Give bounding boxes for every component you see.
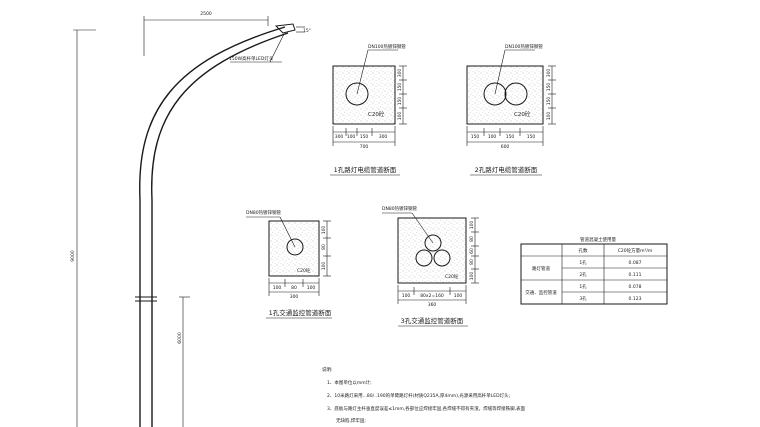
notes-line-2: 2、10米路灯采用...80/..190的单臂路灯杆(材质Q235A,厚4mm)… — [327, 392, 510, 399]
section-4-pipe-label: DN80热镀锌钢管 — [382, 205, 418, 212]
section-2-dim-d: 150 — [527, 134, 536, 140]
section-2-hole-lighting: DN100热镀锌钢管 C20砼 150 100 150 150 600 300 … — [466, 43, 556, 176]
table-row-2-holes: 2孔 — [579, 271, 587, 278]
section-3-dim-a: 100 — [273, 285, 282, 291]
section-4-hole-traffic: DN80热镀锌钢管 C20砼 100 80x2=160 100 360 100 … — [382, 205, 479, 327]
table-group-traffic: 交通、监控管道 — [525, 289, 557, 296]
table-group-lighting: 路灯管道 — [532, 265, 550, 272]
section-1-concrete-label: C20砼 — [368, 110, 385, 118]
table-header-volume: C20砼方量m³/m — [618, 247, 652, 254]
notes-line-3: 3、底板与路灯主杆垂直度误差≤1mm,各部位应焊接牢固,各焊缝不得有夹渣。焊缝等… — [327, 405, 526, 412]
notes-heading: 说明: — [322, 366, 333, 373]
section-2-side-c: 150 — [546, 97, 552, 106]
notes-line-1: 1、本图单位以mm计; — [327, 379, 372, 386]
section-4-concrete-label: C20砼 — [445, 273, 459, 280]
section-2-dim-c: 150 — [506, 134, 515, 140]
notes-line-4: 无缺陷,焊牢固; — [336, 417, 366, 424]
notes-block: 说明: 1、本图单位以mm计; 2、10米路灯采用...80/..190的单臂路… — [322, 366, 526, 424]
table-row-4-holes: 3孔 — [579, 295, 587, 302]
section-3-title: 1孔交通监控管道断面 — [269, 308, 332, 317]
table-row-1-holes: 1孔 — [579, 259, 587, 266]
total-height-dimension: 9000 — [70, 250, 76, 262]
section-1-dim-b: 100 — [347, 134, 356, 140]
section-2-side-d: 100 — [546, 112, 552, 121]
section-4-dim-c: 100 — [454, 293, 463, 299]
section-1-hole-lighting: DN100热镀锌钢管 C20砼 300 100 150 300 700 300 … — [330, 43, 407, 176]
section-4-side-a: 100 — [469, 221, 475, 230]
section-1-dim-d: 300 — [379, 134, 388, 140]
table-row-2-value: 0.111 — [629, 272, 642, 278]
section-1-dim-a: 300 — [335, 134, 344, 140]
section-1-dim-total: 700 — [360, 144, 369, 150]
section-3-dim-b: 80 — [291, 285, 297, 291]
section-4-title: 3孔交通监控管道断面 — [401, 316, 464, 325]
section-4-side-e: 100 — [469, 272, 475, 281]
section-2-dim-total: 600 — [501, 144, 510, 150]
table-title: 管道混凝土使用量 — [580, 236, 616, 243]
section-3-dim-total: 300 — [290, 294, 299, 300]
section-1-side-c: 150 — [397, 97, 403, 106]
section-3-concrete-label: C20砼 — [297, 267, 311, 274]
section-2-dim-a: 150 — [471, 134, 480, 140]
table-row-3-holes: 1孔 — [579, 283, 587, 290]
section-1-side-d: 100 — [397, 112, 403, 121]
section-4-side-b: 80 — [469, 236, 475, 242]
section-3-pipe-label: DN80热镀锌钢管 — [246, 209, 282, 216]
section-3-side-a: 100 — [321, 226, 327, 235]
tilt-label: 15° — [303, 28, 311, 34]
section-3-side-c: 100 — [321, 262, 327, 271]
section-4-dim-b: 80x2=160 — [420, 293, 444, 299]
table-header-holes: 孔数 — [579, 247, 588, 254]
section-2-dim-b: 100 — [488, 134, 497, 140]
section-2-title: 2孔路灯电缆管道断面 — [475, 165, 538, 174]
section-4-side-c: 60 — [469, 248, 475, 254]
lamp-label: 150W高杆单LED灯头 — [229, 55, 274, 62]
street-lamp-pole: 2500 15° 150W高杆单LED灯头 9000 6000 — [70, 11, 311, 427]
section-4-dim-a: 100 — [402, 293, 411, 299]
section-4-side-d: 80 — [469, 259, 475, 265]
concrete-usage-table: 管道混凝土使用量 孔数 C20砼方量m³/m 路灯管道 交通、监控管道 1孔 0… — [520, 236, 668, 305]
section-1-dim-c: 150 — [360, 134, 369, 140]
lower-height-dimension: 6000 — [177, 332, 183, 344]
table-row-1-value: 0.087 — [629, 260, 642, 266]
section-1-title: 1孔路灯电缆管道断面 — [334, 165, 397, 174]
section-1-side-a: 300 — [397, 69, 403, 78]
section-3-side-b: 80 — [321, 244, 327, 250]
section-2-pipe-label: DN100热镀锌钢管 — [505, 43, 543, 50]
table-row-4-value: 0.123 — [629, 296, 642, 302]
section-2-side-b: 150 — [546, 83, 552, 92]
table-row-3-value: 0.078 — [629, 284, 642, 290]
section-2-concrete-label: C20砼 — [514, 110, 531, 118]
section-1-pipe-label: DN100热镀锌钢管 — [368, 43, 406, 50]
section-4-dim-total: 360 — [428, 302, 437, 308]
section-3-hole-traffic: DN80热镀锌钢管 C20砼 100 80 100 300 100 80 100… — [246, 209, 332, 319]
section-2-side-a: 300 — [546, 69, 552, 78]
section-1-side-b: 150 — [397, 83, 403, 92]
arm-dimension: 2500 — [200, 11, 212, 17]
section-3-dim-c: 100 — [307, 285, 316, 291]
